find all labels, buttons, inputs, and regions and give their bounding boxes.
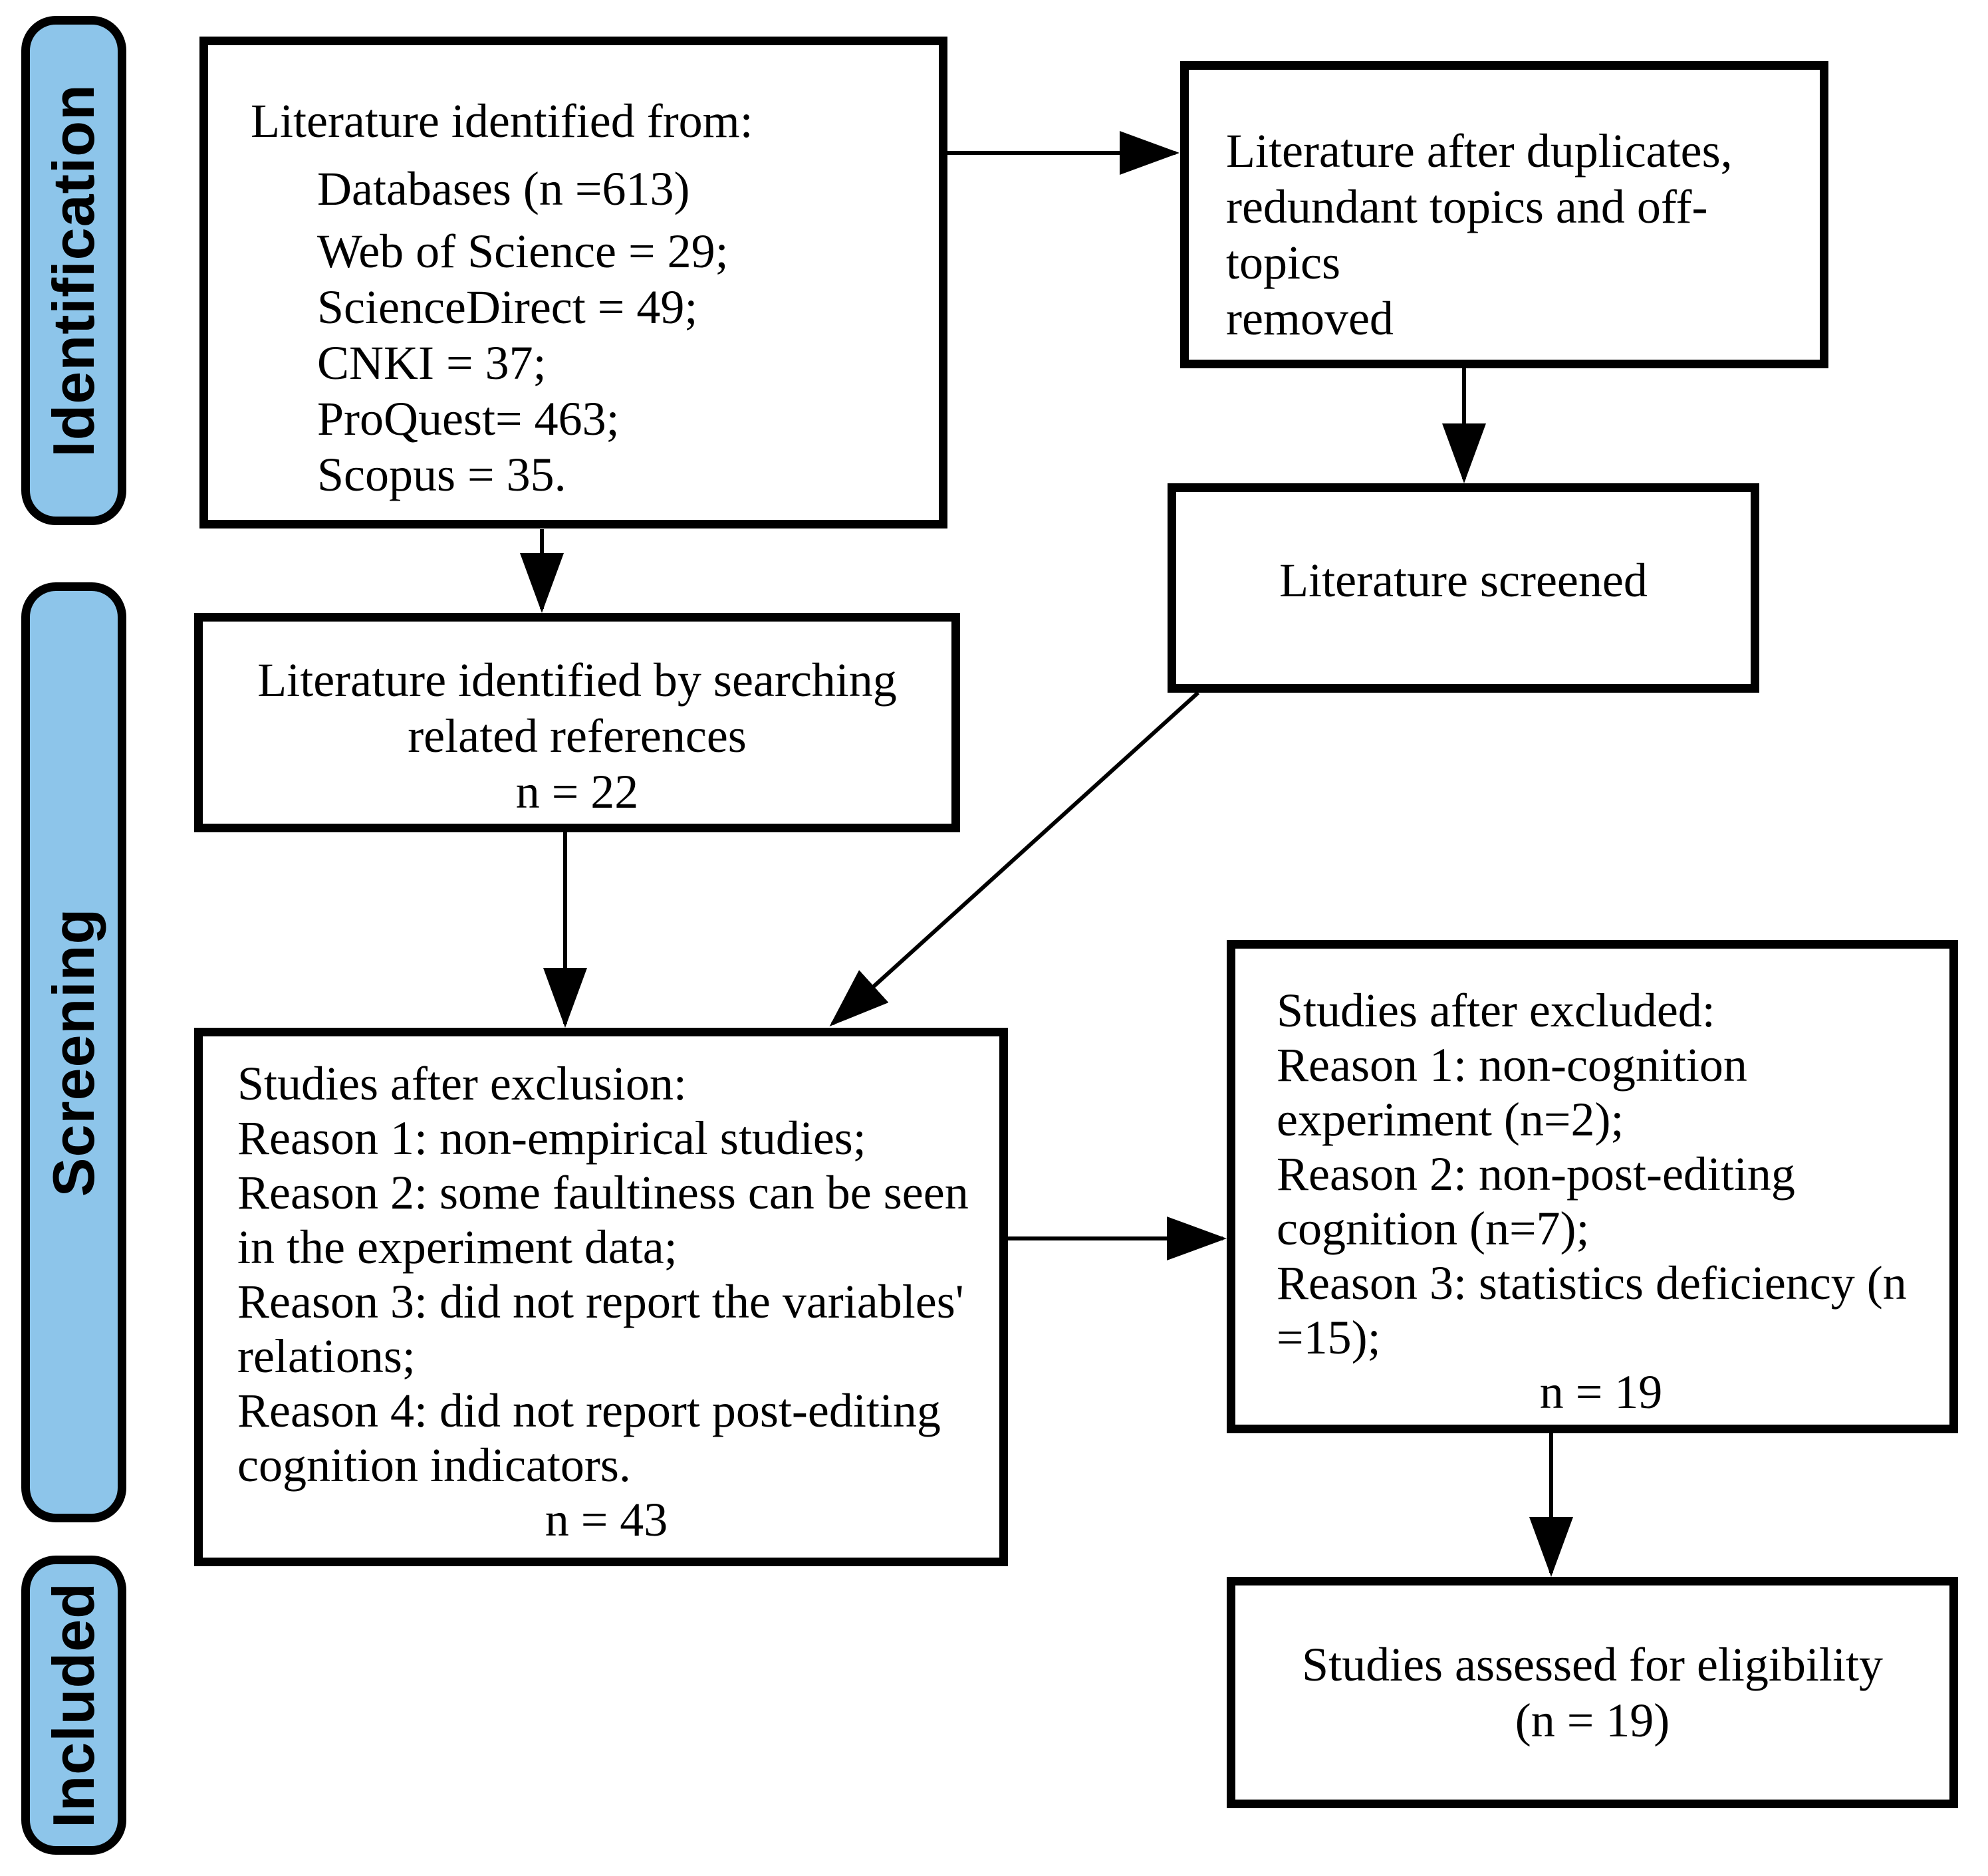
- exclusion-line: relations;: [237, 1330, 416, 1383]
- excluded-line: cognition (n=7);: [1277, 1202, 1590, 1255]
- box-related-references: Literature identified by searching relat…: [194, 613, 960, 832]
- box-duplicates-removed: Literature after duplicates, redundant t…: [1180, 61, 1828, 368]
- identified-item: Databases (n =613): [317, 162, 690, 215]
- identified-item: CNKI = 37;: [317, 336, 547, 390]
- box-literature-identified-title: Literature identified from:: [251, 94, 753, 148]
- related-references-count: n = 22: [515, 765, 639, 818]
- eligibility-line: (n = 19): [1515, 1694, 1670, 1747]
- excluded-line: =15);: [1277, 1311, 1381, 1364]
- box-studies-after-excluded: Studies after excluded: Reason 1: non-co…: [1227, 940, 1958, 1433]
- exclusion-line: Studies after exclusion:: [237, 1057, 687, 1110]
- stage-screening: Screening: [21, 582, 126, 1522]
- box-assessed-for-eligibility: Studies assessed for eligibility (n = 19…: [1227, 1577, 1958, 1808]
- identified-item: ScienceDirect = 49;: [317, 281, 698, 334]
- exclusion-line: Reason 1: non-empirical studies;: [237, 1112, 866, 1165]
- exclusion-line: cognition indicators.: [237, 1439, 631, 1492]
- exclusion-line: Reason 2: some faultiness can be seen: [237, 1166, 969, 1219]
- excluded-line: Studies after excluded:: [1277, 984, 1715, 1037]
- related-references-line: Literature identified by searching: [257, 653, 897, 707]
- duplicates-removed-line: Literature after duplicates,: [1226, 124, 1733, 177]
- excluded-line: Reason 2: non-post-editing: [1277, 1147, 1795, 1201]
- exclusion-line: Reason 3: did not report the variables': [237, 1275, 964, 1328]
- literature-screened-text: Literature screened: [1279, 553, 1648, 607]
- box-literature-identified: Literature identified from: Databases (n…: [199, 37, 947, 528]
- identified-item: ProQuest= 463;: [317, 392, 620, 445]
- identified-item: Scopus = 35.: [317, 448, 566, 501]
- excluded-count: n = 19: [1539, 1365, 1663, 1419]
- arrow-screened-to-exclusion: [829, 691, 1200, 1027]
- eligibility-line: Studies assessed for eligibility: [1302, 1638, 1883, 1691]
- box-literature-screened: Literature screened: [1168, 483, 1759, 693]
- exclusion-count: n = 43: [545, 1493, 668, 1546]
- exclusion-line: in the experiment data;: [237, 1221, 678, 1274]
- stage-included: Included: [21, 1556, 126, 1855]
- excluded-line: Reason 3: statistics deficiency (n: [1277, 1256, 1907, 1310]
- excluded-line: experiment (n=2);: [1277, 1093, 1624, 1146]
- exclusion-line: Reason 4: did not report post-editing: [237, 1384, 941, 1437]
- box-studies-after-exclusion: Studies after exclusion: Reason 1: non-e…: [194, 1028, 1008, 1566]
- duplicates-removed-line: removed: [1226, 292, 1394, 345]
- excluded-line: Reason 1: non-cognition: [1277, 1038, 1747, 1092]
- identified-item: Web of Science = 29;: [317, 225, 729, 278]
- related-references-line: related references: [408, 709, 747, 762]
- stage-identification: Identification: [21, 16, 126, 525]
- duplicates-removed-line: redundant topics and off-topics: [1226, 180, 1708, 289]
